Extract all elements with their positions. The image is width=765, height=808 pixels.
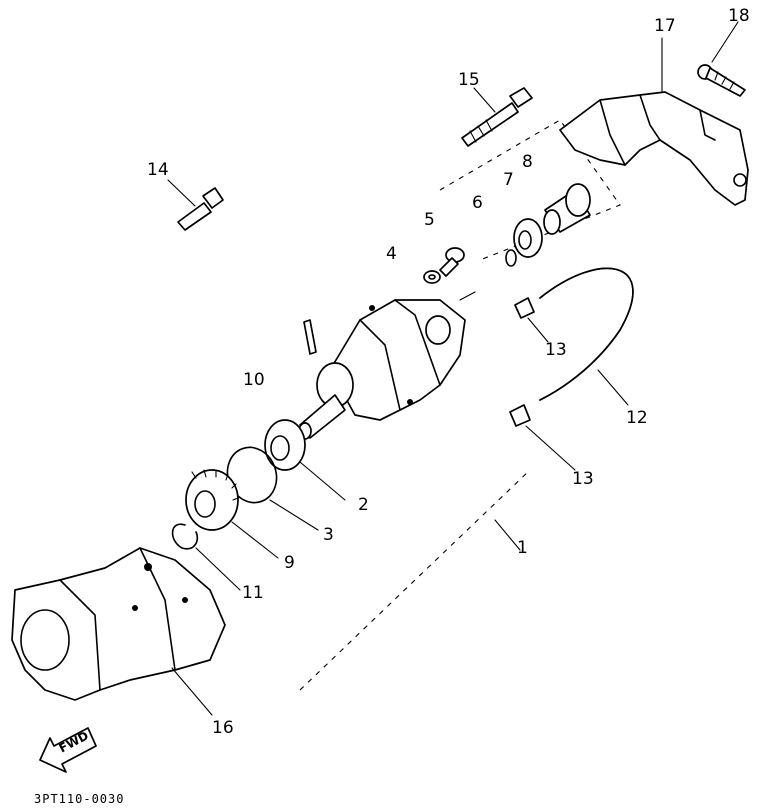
callout-15: 15 [458, 70, 480, 90]
part-10-pin [303, 319, 317, 355]
callout-6: 6 [472, 193, 483, 213]
part-15-bolt [461, 87, 533, 147]
callout-9: 9 [284, 553, 295, 573]
part-4-washer [423, 270, 441, 284]
part-9-gear [185, 469, 279, 559]
callout-7: 7 [503, 170, 514, 190]
callout-11: 11 [242, 583, 264, 603]
callout-12: 12 [626, 408, 648, 428]
part-1-oil-pump [298, 291, 521, 551]
fwd-arrow-icon [39, 727, 97, 773]
callout-8: 8 [522, 152, 533, 172]
callout-17: 17 [654, 16, 676, 36]
callout-13-upper: 13 [545, 340, 567, 360]
part-7-oil-seal [513, 218, 543, 258]
part-14-bolt [167, 179, 224, 231]
part-18-screw [697, 21, 746, 97]
callout-18: 18 [728, 6, 750, 26]
callout-10: 10 [243, 370, 265, 390]
part-11-circlip [171, 523, 241, 591]
part-16-housing [11, 547, 226, 716]
callout-14: 14 [147, 160, 169, 180]
part-6-circlip [505, 249, 517, 267]
callout-13-lower: 13 [572, 469, 594, 489]
part-2-bearing [264, 419, 346, 501]
callout-3: 3 [323, 525, 334, 545]
part-13-clamp-upper [514, 297, 549, 343]
callout-5: 5 [424, 210, 435, 230]
part-17-bracket [559, 37, 749, 206]
callout-1: 1 [517, 538, 528, 558]
callout-4: 4 [386, 244, 397, 264]
callout-16: 16 [212, 718, 234, 738]
part-8-fitting [543, 183, 591, 235]
part-5-bolt [439, 247, 465, 277]
part-13-clamp-lower [509, 404, 576, 471]
assembly-axis-upper [439, 119, 621, 261]
assembly-axis-main [299, 469, 531, 691]
part-12-hose [539, 267, 634, 406]
drawing-part-number: 3PT110-0030 [34, 792, 125, 806]
callout-2: 2 [358, 495, 369, 515]
